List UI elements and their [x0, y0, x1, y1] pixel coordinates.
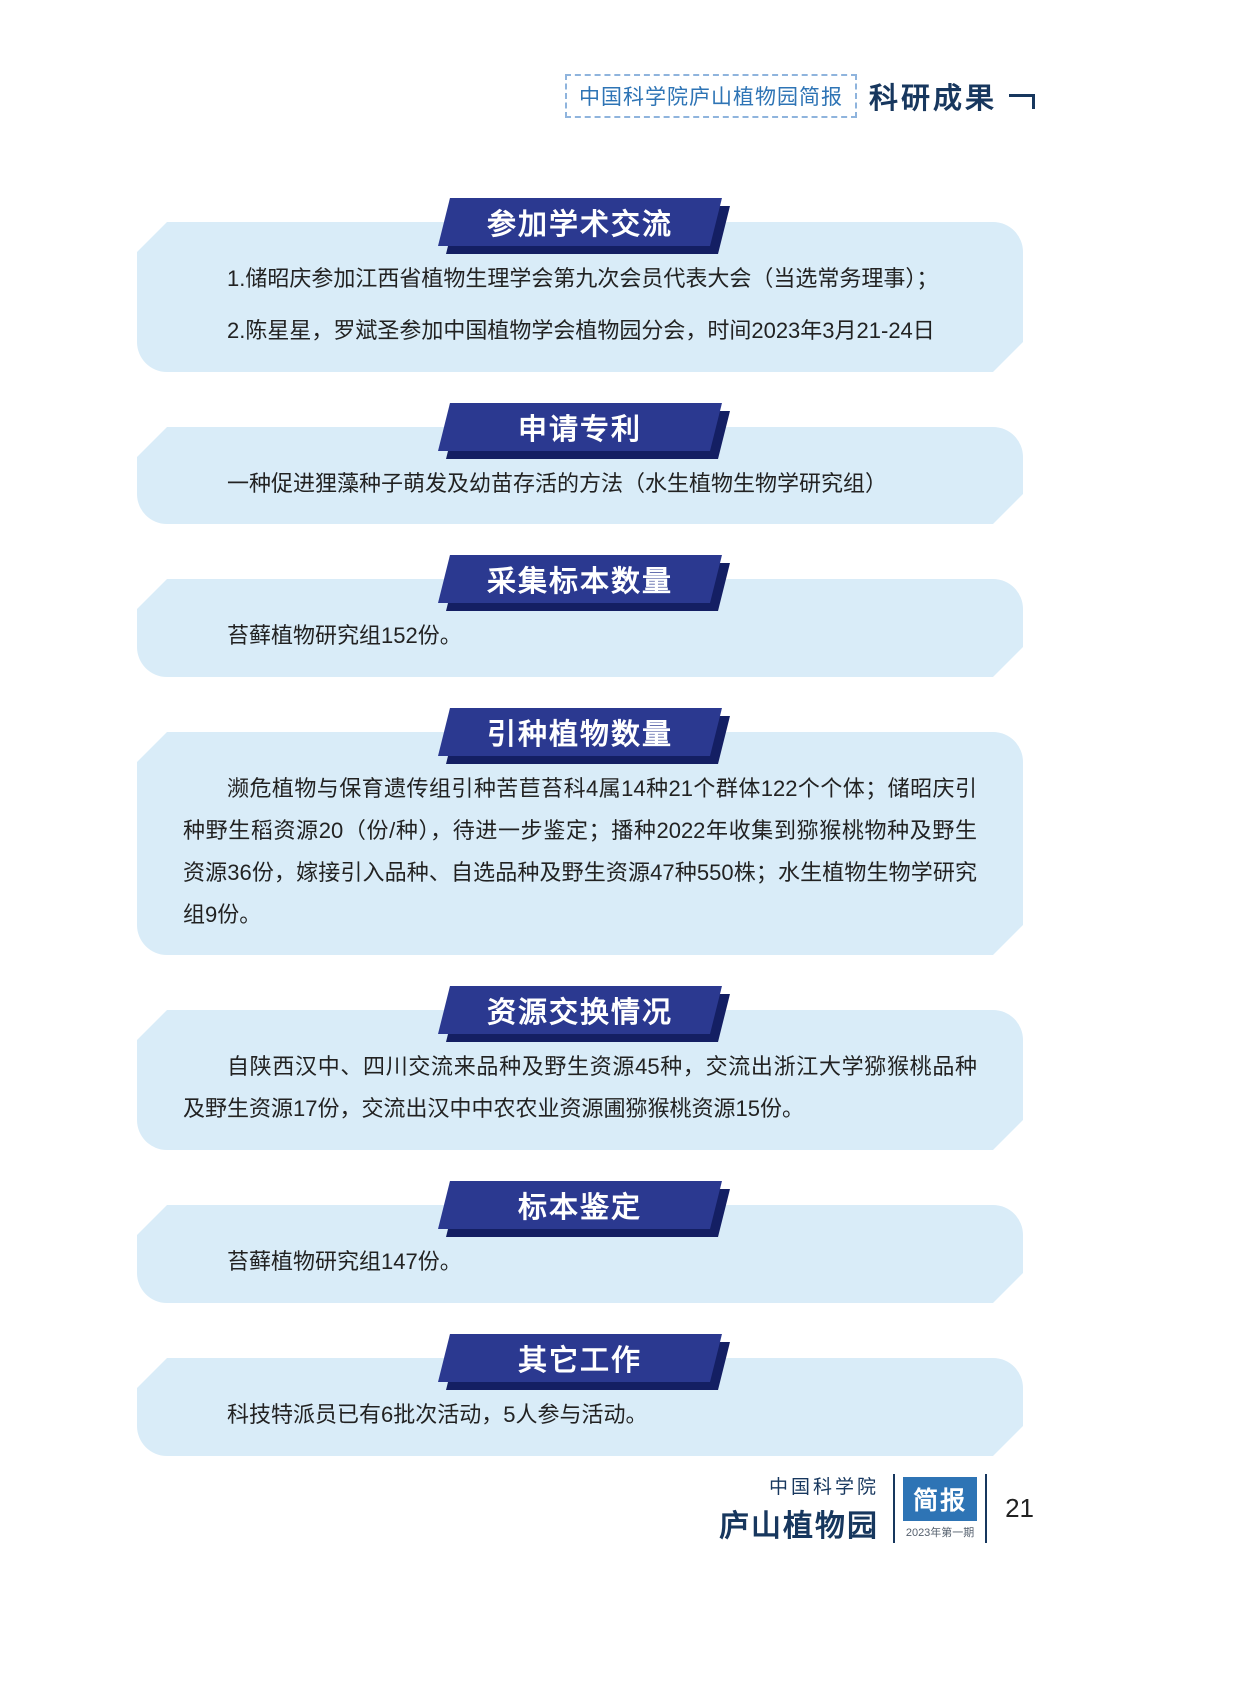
paragraph: 1.储昭庆参加江西省植物生理学会第九次会员代表大会（当选常务理事）； [227, 266, 939, 291]
section-plant-introduction: 引种植物数量 濒危植物与保育遗传组引种苦苣苔科4属14种21个群体122个个体；… [136, 708, 1024, 957]
section-banner-title: 引种植物数量 [486, 719, 673, 752]
paragraph: 苔藓植物研究组147份。 [227, 1248, 462, 1274]
section-banner-title: 参加学术交流 [486, 209, 673, 241]
section-content-box: 苔藓植物研究组147份。 [136, 1203, 1024, 1304]
section-banner: 参加学术交流 [438, 198, 730, 254]
paragraph: 一种促进狸藻种子萌发及幼苗存活的方法（水生植物生物学研究组） [227, 470, 888, 496]
paragraph: 自陕西汉中、四川交流来品种及野生资源45种，交流出浙江大学猕猴桃品种及野生资源1… [183, 1054, 977, 1122]
section-banner: 采集标本数量 [438, 555, 730, 612]
page-number: 21 [1005, 1493, 1034, 1523]
section-banner-title: 标本鉴定 [517, 1191, 642, 1224]
section-banner-title: 资源交换情况 [486, 997, 673, 1030]
section-content-box: 濒危植物与保育遗传组引种苦苣苔科4属14种21个群体122个个体；储昭庆引种野生… [136, 731, 1024, 957]
section-specimen-collection: 采集标本数量 苔藓植物研究组152份。 [136, 555, 1024, 678]
page-header: 中国科学院庐山植物园简报 科研成果 [0, 74, 1035, 118]
section-resource-exchange: 资源交换情况 自陕西汉中、四川交流来品种及野生资源45种，交流出浙江大学猕猴桃品… [136, 986, 1024, 1151]
section-academic-exchange: 参加学术交流 1.储昭庆参加江西省植物生理学会第九次会员代表大会（当选常务理事）… [136, 198, 1024, 373]
section-banner-title: 采集标本数量 [486, 566, 673, 599]
footer-bulletin-block: 简报 2023年第一期 [893, 1474, 988, 1543]
footer-organization: 中国科学院 庐山植物园 [719, 1472, 879, 1545]
sections-container: 参加学术交流 1.储昭庆参加江西省植物生理学会第九次会员代表大会（当选常务理事）… [136, 198, 1024, 1487]
paragraph: 苔藓植物研究组152份。 [227, 623, 462, 649]
section-banner: 资源交换情况 [438, 986, 730, 1043]
section-banner-title: 申请专利 [517, 413, 642, 446]
section-banner-title: 其它工作 [517, 1344, 642, 1377]
corner-line-decoration [1009, 93, 1035, 109]
section-banner: 申请专利 [438, 402, 730, 459]
section-heading: 科研成果 [868, 83, 997, 115]
section-banner: 引种植物数量 [438, 708, 730, 765]
section-other-work: 其它工作 科技特派员已有6批次活动，5人参与活动。 [136, 1333, 1024, 1457]
paragraph: 2.陈星星，罗斌圣参加中国植物学会植物园分会，时间2023年3月21-24日 [227, 317, 935, 343]
paragraph: 濒危植物与保育遗传组引种苦苣苔科4属14种21个群体122个个体；储昭庆引种野生… [183, 776, 977, 927]
page-footer: 中国科学院 庐山植物园 简报 2023年第一期 21 [719, 1472, 1034, 1545]
section-patent-application: 申请专利 一种促进狸藻种子萌发及幼苗存活的方法（水生植物生物学研究组） [136, 402, 1024, 526]
section-banner: 其它工作 [438, 1333, 730, 1390]
bulletin-badge: 简报 [903, 1477, 978, 1521]
org-name-small: 中国科学院 [769, 1477, 880, 1498]
section-specimen-identification: 标本鉴定 苔藓植物研究组147份。 [136, 1180, 1024, 1304]
newsletter-title-tag: 中国科学院庐山植物园简报 [564, 74, 857, 118]
paragraph: 科技特派员已有6批次活动，5人参与活动。 [227, 1401, 648, 1427]
org-name-large: 庐山植物园 [719, 1510, 880, 1543]
issue-label: 2023年第一期 [905, 1527, 975, 1539]
section-banner: 标本鉴定 [438, 1180, 730, 1237]
